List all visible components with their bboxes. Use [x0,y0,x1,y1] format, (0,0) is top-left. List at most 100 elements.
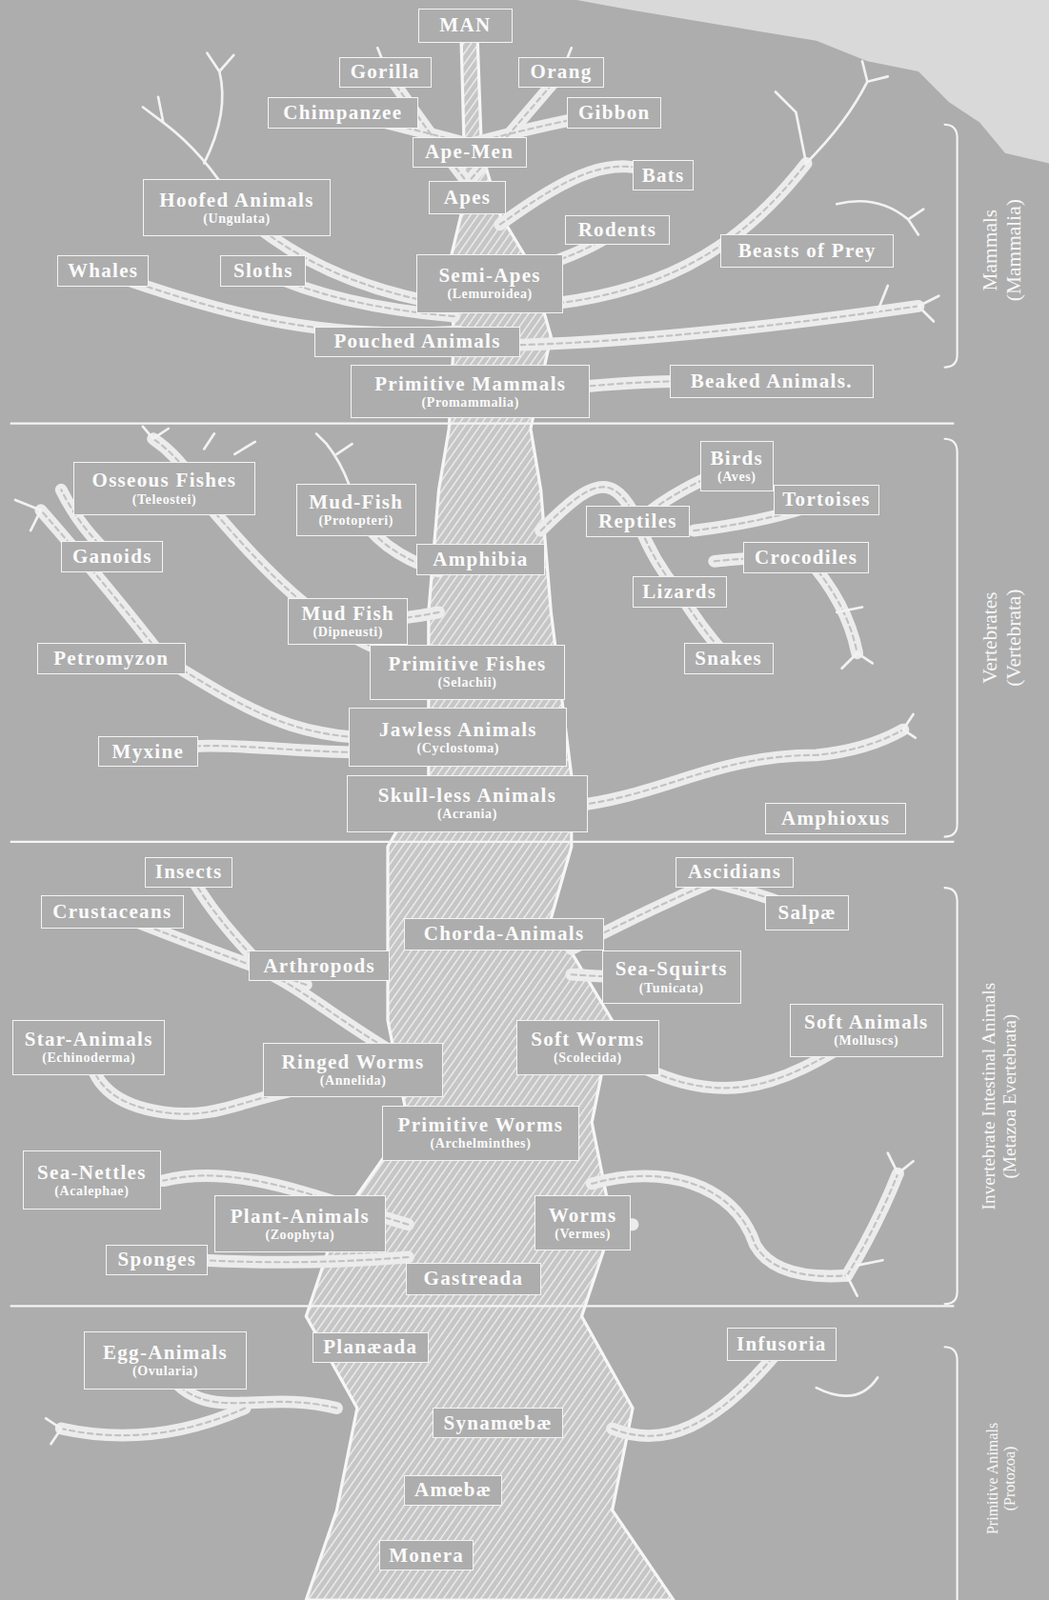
taxon-name: Orang [530,60,593,83]
taxon-box: Crustaceans [40,895,184,928]
taxon-box: Amphibia [416,544,545,576]
taxon-name: Skull-less Animals [378,785,557,807]
taxon-name: Worms [548,1205,618,1228]
taxon-name: Hoofed Animals [159,189,314,212]
taxon-box: Chimpanzee [267,97,420,129]
taxon-name: Mud-Fish [308,491,404,514]
taxon-name: Myxine [112,741,184,764]
latin-name: (Cyclostoma) [417,741,501,757]
latin-name: (Annelida) [320,1073,387,1090]
taxon-name: Star-Animals [24,1028,154,1051]
taxon-name: MAN [439,14,491,37]
taxon-name: Beaked Animals. [690,370,853,393]
section-brackets [944,124,958,1600]
taxon-box: Myxine [98,736,199,767]
taxon-name: Crustaceans [52,901,172,924]
taxon-name: Egg-Animals [102,1342,228,1365]
taxon-name: Whales [67,260,139,283]
latin-name: (Lemuroidea) [446,286,532,303]
taxon-box: Ascidians [675,857,794,888]
latin-name: (Ovularia) [132,1364,199,1380]
taxon-box: Beaked Animals. [669,364,874,398]
section-label: Mammals (Mammalia) [978,191,1026,309]
taxon-name: Synamœbæ [443,1412,553,1435]
taxon-name: Tortoises [782,488,871,511]
taxon-name: Jawless Animals [379,719,538,742]
latin-name: (Dipneusti) [312,625,384,641]
latin-name: (Aves) [717,469,757,485]
latin-name: (Selachii) [438,675,498,691]
taxon-name: Sloths [233,260,294,283]
taxon-box: Beasts of Prey [720,234,894,267]
taxon-name: Osseous Fishes [92,469,238,492]
taxon-name: Crocodiles [754,546,858,569]
taxon-box: Mud-Fish(Protopteri) [296,484,417,538]
section-label: Invertebrate Intestinal Animals (Metazoa… [978,979,1021,1214]
taxon-box: Insects [144,857,233,888]
taxon-name: Amœbæ [414,1479,492,1502]
taxon-name: Bats [642,164,686,187]
taxon-box: MAN [418,8,513,43]
taxon-box: Tortoises [773,484,880,516]
taxon-box: Hoofed Animals(Ungulata) [142,179,331,237]
taxon-box: Mud Fish(Dipneusti) [287,598,408,646]
taxon-name: Apes [443,186,492,209]
taxon-box: Sponges [105,1245,208,1276]
taxon-box: Egg-Animals(Ovularia) [83,1331,247,1391]
taxon-box: Primitive Mammals(Promammalia) [350,364,590,419]
taxon-box: Soft Animals(Molluscs) [789,1004,944,1058]
taxon-name: Gastreada [423,1268,525,1291]
taxon-name: Amphioxus [781,807,890,830]
taxon-box: Jawless Animals(Cyclostoma) [348,707,567,767]
taxon-box: Orang [518,57,605,88]
taxon-name: Reptiles [598,510,678,533]
taxon-name: Gibbon [578,101,651,124]
taxon-name: Primitive Worms [398,1114,565,1137]
taxon-name: Chorda-Animals [423,923,586,946]
taxon-name: Sponges [118,1249,198,1271]
latin-name: (Molluscs) [833,1033,899,1049]
taxon-name: Snakes [694,647,763,670]
taxon-name: Arthropods [262,955,376,978]
latin-name: (Promammalia) [422,395,520,411]
tree-twigs [15,47,939,1445]
taxon-box: Gibbon [566,97,662,129]
taxon-name: Sea-Squirts [615,958,728,981]
taxon-name: Insects [155,861,223,884]
latin-name: (Zoophyta) [264,1228,335,1244]
taxon-box: Ringed Worms(Annelida) [262,1043,443,1099]
taxon-box: Gorilla [339,57,432,88]
taxon-box: Monera [379,1540,474,1572]
taxon-box: Salpæ [765,895,849,930]
taxon-box: Sea-Nettles(Acalephae) [22,1150,162,1211]
taxon-name: Ascidians [687,861,782,884]
latin-name: (Ungulata) [202,211,271,227]
latin-name: (Acalephae) [54,1184,129,1200]
taxon-name: Soft Animals [804,1011,929,1034]
taxon-box: Planæada [312,1332,429,1364]
taxon-box: Infusoria [726,1328,838,1361]
taxon-box: Amœbæ [403,1475,503,1507]
section-label: Primitive Animals (Protozoa) [984,1397,1020,1561]
taxon-box: Bats [632,160,694,191]
taxon-box: Primitive Fishes(Selachii) [369,645,566,701]
section-label: Vertebrates (Vertebrata) [978,566,1026,710]
taxon-box: Plant-Animals(Zoophyta) [214,1195,386,1253]
taxon-name: Petromyzon [53,647,169,670]
taxon-box: Star-Animals(Echinoderma) [12,1020,166,1076]
taxon-box: Osseous Fishes(Teleostei) [73,462,256,516]
taxon-box: Sea-Squirts(Tunicata) [602,950,742,1005]
taxon-box: Apes [428,181,506,215]
latin-name: (Scolecida) [553,1050,623,1067]
taxon-box: Crocodiles [743,542,870,574]
taxon-box: Reptiles [585,505,690,538]
latin-name: (Acrania) [437,806,498,823]
taxon-name: Primitive Fishes [388,653,547,676]
tree-trunk [305,40,674,1600]
taxon-box: Worms(Vermes) [534,1195,631,1251]
taxon-name: Ape-Men [424,141,514,163]
taxon-box: Semi-Apes(Lemuroidea) [416,254,564,314]
tree-branches [40,73,919,1437]
taxon-box: Arthropods [248,950,390,982]
